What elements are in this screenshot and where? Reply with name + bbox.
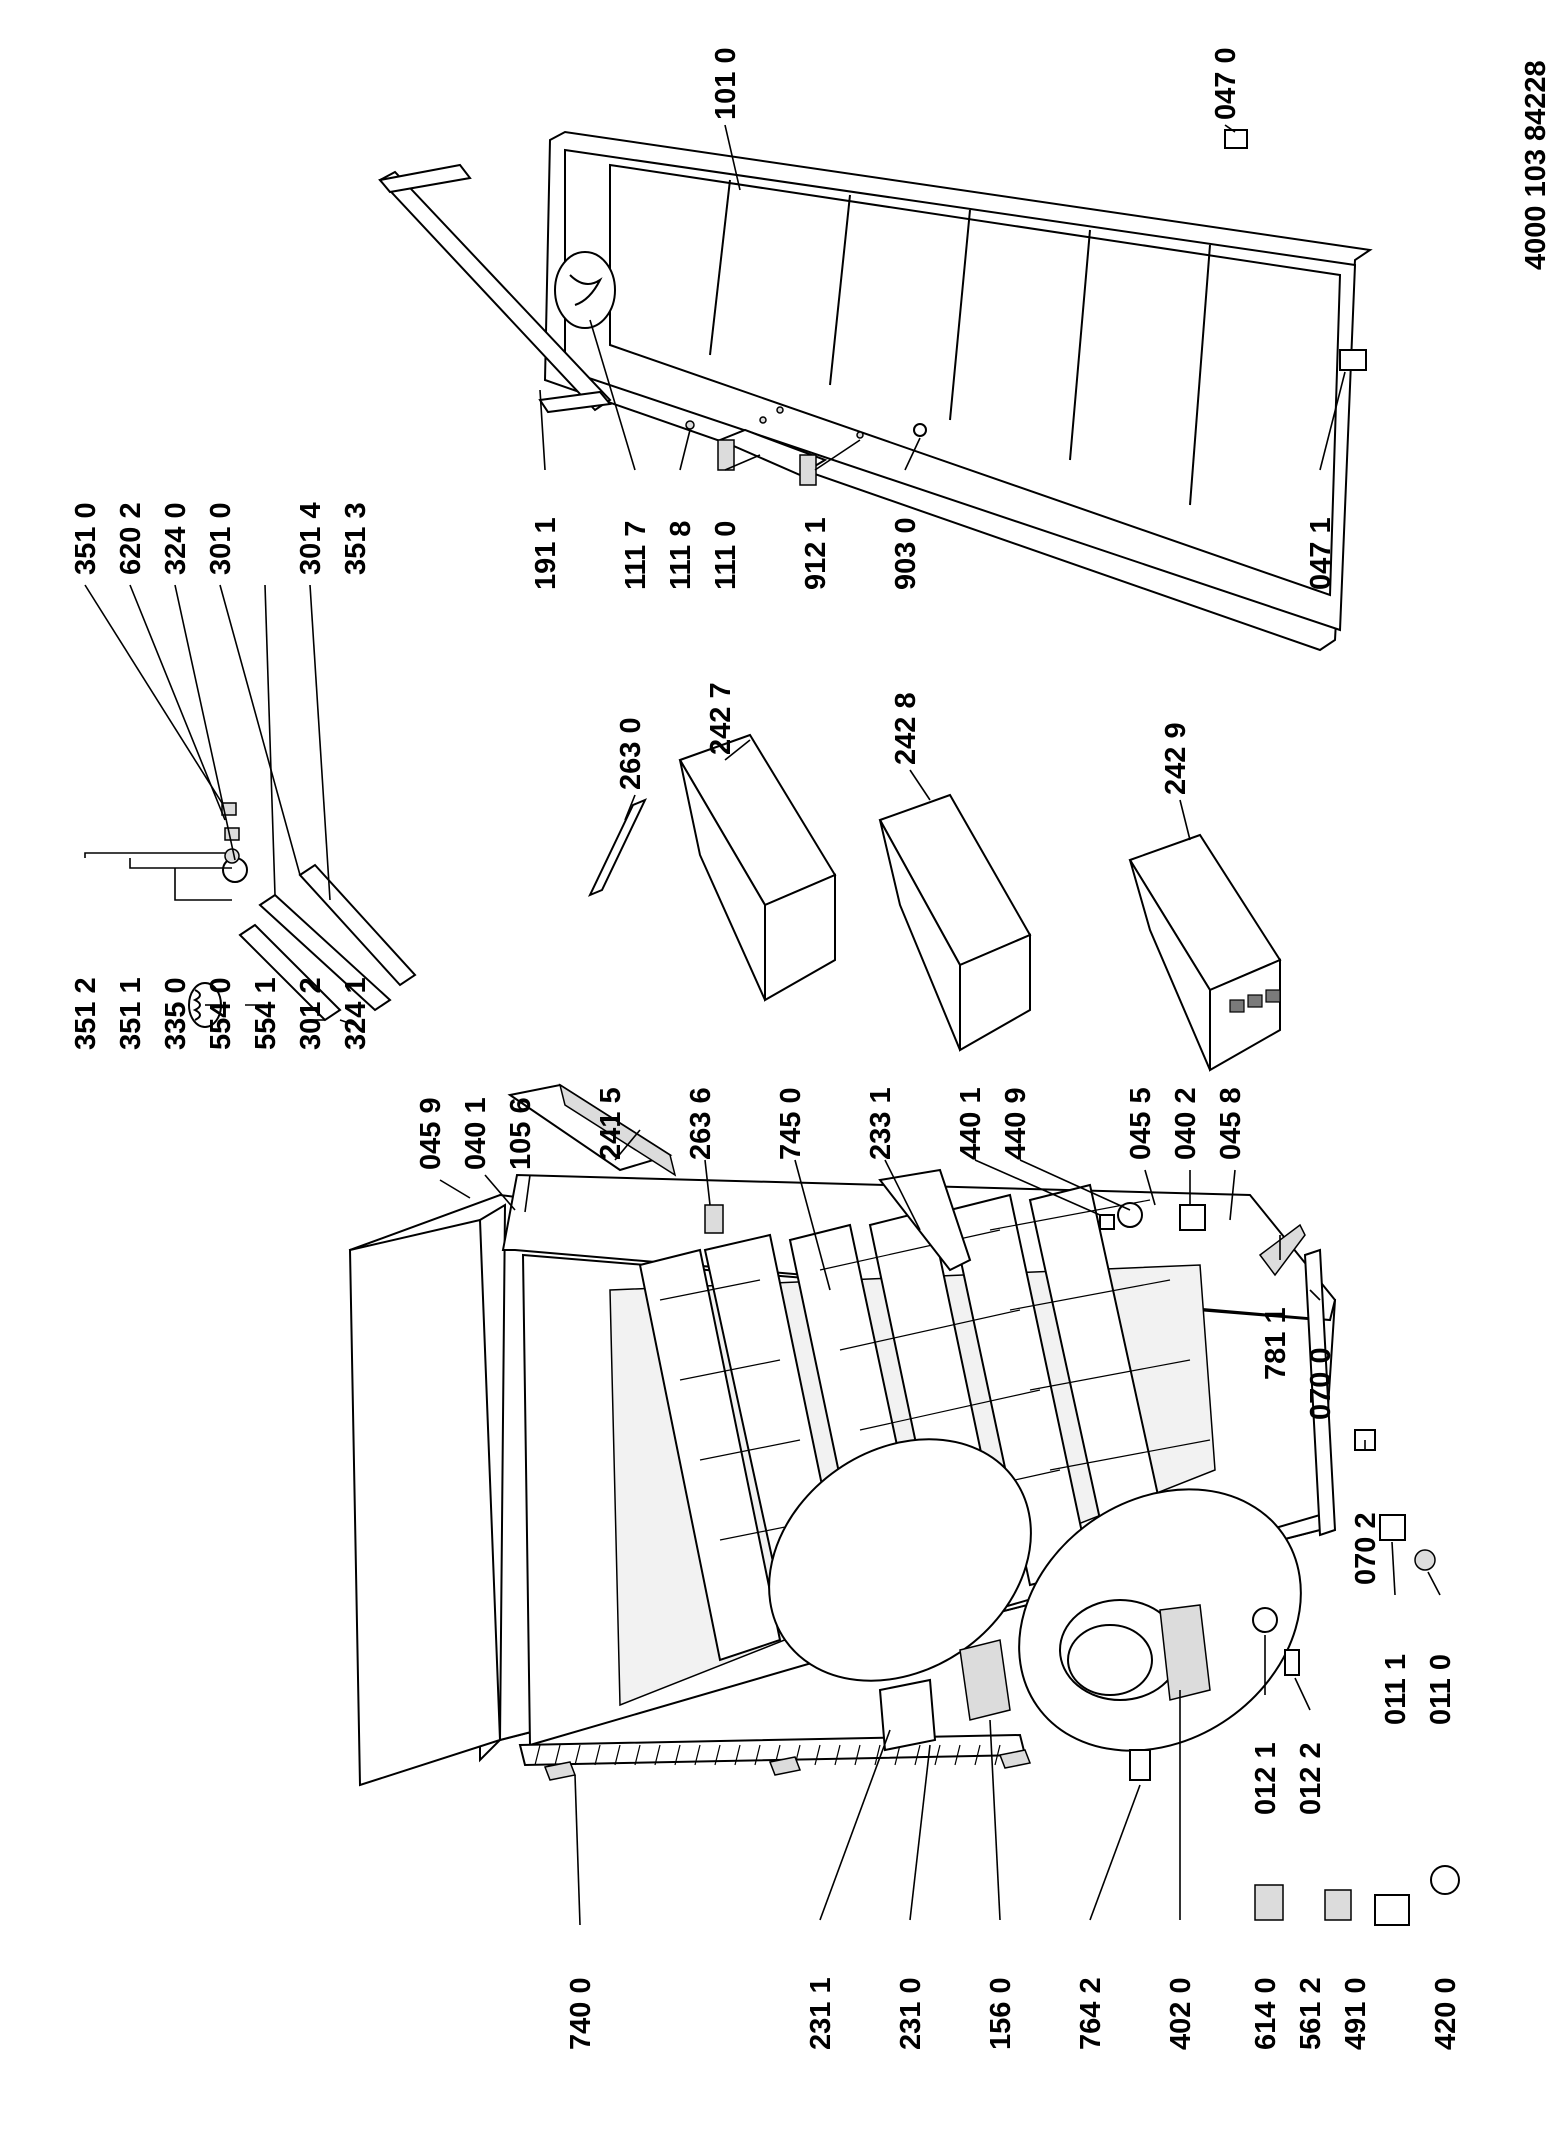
part-label: 614 0 <box>1250 1977 1282 2050</box>
hinge-040-2 <box>1179 1204 1206 1231</box>
part-label: 156 0 <box>985 1977 1017 2050</box>
part-label: 241 5 <box>595 1087 627 1160</box>
part-label: 764 2 <box>1075 1977 1107 2050</box>
part-label: 620 2 <box>115 502 147 575</box>
part-label: 740 0 <box>565 1977 597 2050</box>
bracket-011-1 <box>1379 1514 1406 1541</box>
bar-263-0 <box>587 798 648 897</box>
part-label: 351 2 <box>70 977 102 1050</box>
part-label: 101 0 <box>710 47 742 120</box>
part-label: 301 2 <box>295 977 327 1050</box>
part-label: 242 7 <box>705 682 737 755</box>
part-263-6 <box>704 1204 724 1234</box>
part-label: 335 0 <box>160 977 192 1050</box>
part-label: 402 0 <box>1165 1977 1197 2050</box>
part-labels: 351 2 351 1 335 0 554 0 554 1 301 2 324 … <box>70 47 1462 2050</box>
door-gasket <box>378 163 612 414</box>
part-label: 045 5 <box>1125 1087 1157 1160</box>
part-label: 554 1 <box>250 977 282 1050</box>
part-label: 011 1 <box>1380 1654 1412 1725</box>
part-label: 242 8 <box>890 692 922 765</box>
basket-242-9 <box>1128 833 1282 1072</box>
part-label: 111 8 <box>665 521 697 590</box>
part-label: 111 0 <box>710 521 742 590</box>
part-label: 263 6 <box>685 1087 717 1160</box>
part-label: 440 1 <box>955 1087 987 1160</box>
part-label: 231 1 <box>805 1977 837 2050</box>
part-label: 191 1 <box>530 517 562 590</box>
foot-011-0 <box>1414 1549 1436 1571</box>
part-label: 745 0 <box>775 1087 807 1160</box>
grommet-012-1 <box>1252 1607 1278 1633</box>
part-781-1 <box>1258 1223 1306 1277</box>
hinge-047-0 <box>1224 129 1248 149</box>
cabinet-base <box>1303 1248 1337 1537</box>
basket-242-7 <box>678 733 837 1002</box>
lamp-holder-440-9 <box>1117 1202 1143 1228</box>
part-label: 012 1 <box>1250 1742 1282 1815</box>
part-label: 045 8 <box>1215 1087 1247 1160</box>
screw-912-1 <box>856 431 864 439</box>
part-label: 324 1 <box>340 977 372 1050</box>
clip-903-0 <box>913 423 927 437</box>
screw-small <box>759 416 767 424</box>
part-label: 561 2 <box>1295 1977 1327 2050</box>
part-label: 301 4 <box>295 502 327 575</box>
part-label: 047 0 <box>1210 47 1242 120</box>
part-label: 040 1 <box>460 1097 492 1170</box>
hinge-047-1 <box>1339 349 1367 371</box>
diagram-artwork <box>188 129 1460 1926</box>
leader-lines <box>84 124 1441 1926</box>
document-number: 4000 103 84228 <box>1520 60 1551 270</box>
screw-111-8 <box>685 420 695 430</box>
capacitor-420-0 <box>1430 1865 1460 1895</box>
part-label: 233 1 <box>865 1087 897 1160</box>
part-label: 105 6 <box>505 1097 537 1170</box>
logo-badge <box>554 251 616 329</box>
part-label: 231 0 <box>895 1977 927 2050</box>
part-label: 263 0 <box>615 717 647 790</box>
part-label: 903 0 <box>890 517 922 590</box>
screw-small-2 <box>776 406 784 414</box>
door-101-0 <box>543 130 1373 652</box>
condenser <box>518 1733 1032 1781</box>
door-handle <box>717 428 828 486</box>
cover-491-0 <box>1374 1894 1410 1926</box>
part-label: 420 0 <box>1430 1977 1462 2050</box>
part-label: 554 0 <box>205 977 237 1050</box>
part-label: 781 1 <box>1260 1307 1292 1380</box>
tube-012-2 <box>1284 1649 1300 1676</box>
basket-242-8 <box>878 793 1032 1052</box>
relay-614-0 <box>1254 1884 1284 1921</box>
part-label: 301 0 <box>205 502 237 575</box>
part-label: 491 0 <box>1340 1977 1372 2050</box>
part-label: 324 0 <box>160 502 192 575</box>
part-label: 040 2 <box>1170 1087 1202 1160</box>
part-label: 070 2 <box>1350 1512 1382 1585</box>
part-label: 912 1 <box>800 517 832 590</box>
compressor-detail <box>1018 1488 1302 1752</box>
starter-561-2 <box>1324 1889 1352 1921</box>
evaporator-detail <box>768 1438 1032 1752</box>
part-label: 351 0 <box>70 502 102 575</box>
part-label: 047 1 <box>1305 517 1337 590</box>
part-label: 351 3 <box>340 502 372 575</box>
part-label: 242 9 <box>1160 722 1192 795</box>
part-label: 111 7 <box>620 521 652 590</box>
part-label: 070 0 <box>1305 1347 1337 1420</box>
flap-241-5 <box>507 1083 677 1177</box>
control-panel <box>188 802 417 1028</box>
part-label: 012 2 <box>1295 1742 1327 1815</box>
part-label: 351 1 <box>115 977 147 1050</box>
part-label: 440 9 <box>1000 1087 1032 1160</box>
part-label: 045 9 <box>415 1097 447 1170</box>
filter-764-2 <box>1129 1749 1151 1781</box>
lamp-440-1 <box>1099 1214 1115 1230</box>
part-label: 011 0 <box>1425 1654 1457 1725</box>
